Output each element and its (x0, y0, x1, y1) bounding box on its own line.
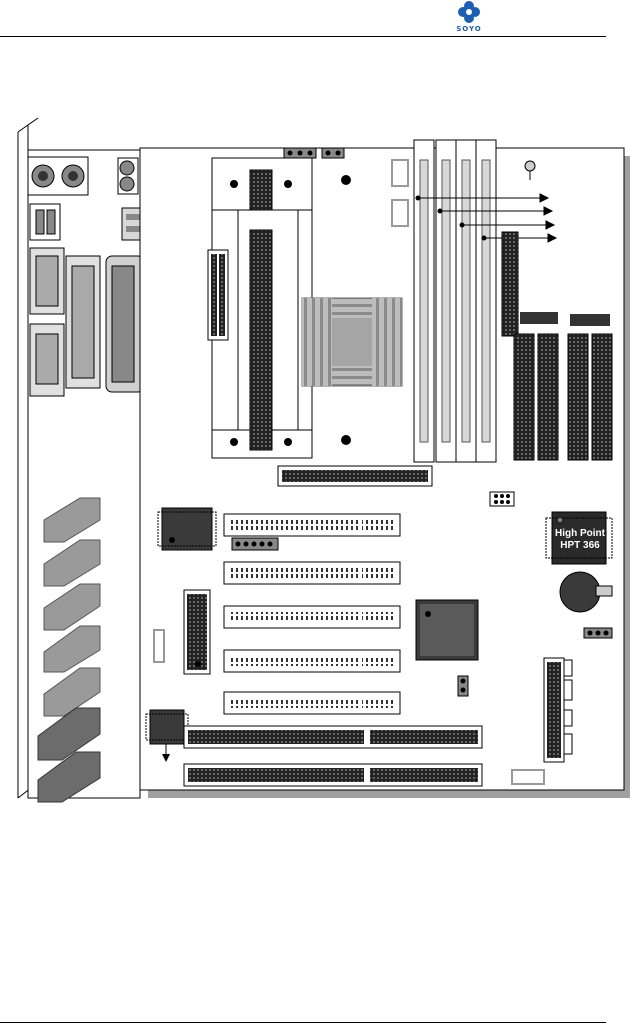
heatsink (302, 298, 402, 386)
footer-rule (0, 1022, 606, 1023)
chip-label-line2: HPT 366 (550, 540, 610, 552)
dimm-slots (414, 140, 496, 462)
chipset (416, 600, 478, 660)
atx-power-connector (208, 250, 228, 340)
top-jumpers (284, 148, 344, 158)
agp-jumper (490, 492, 514, 506)
hpt366-chip-label: High Point HPT 366 (550, 528, 610, 552)
chip-label-line1: High Point (550, 528, 610, 540)
floppy-connector (502, 232, 518, 336)
bios-chip (184, 590, 210, 674)
agp-slot (278, 466, 432, 486)
